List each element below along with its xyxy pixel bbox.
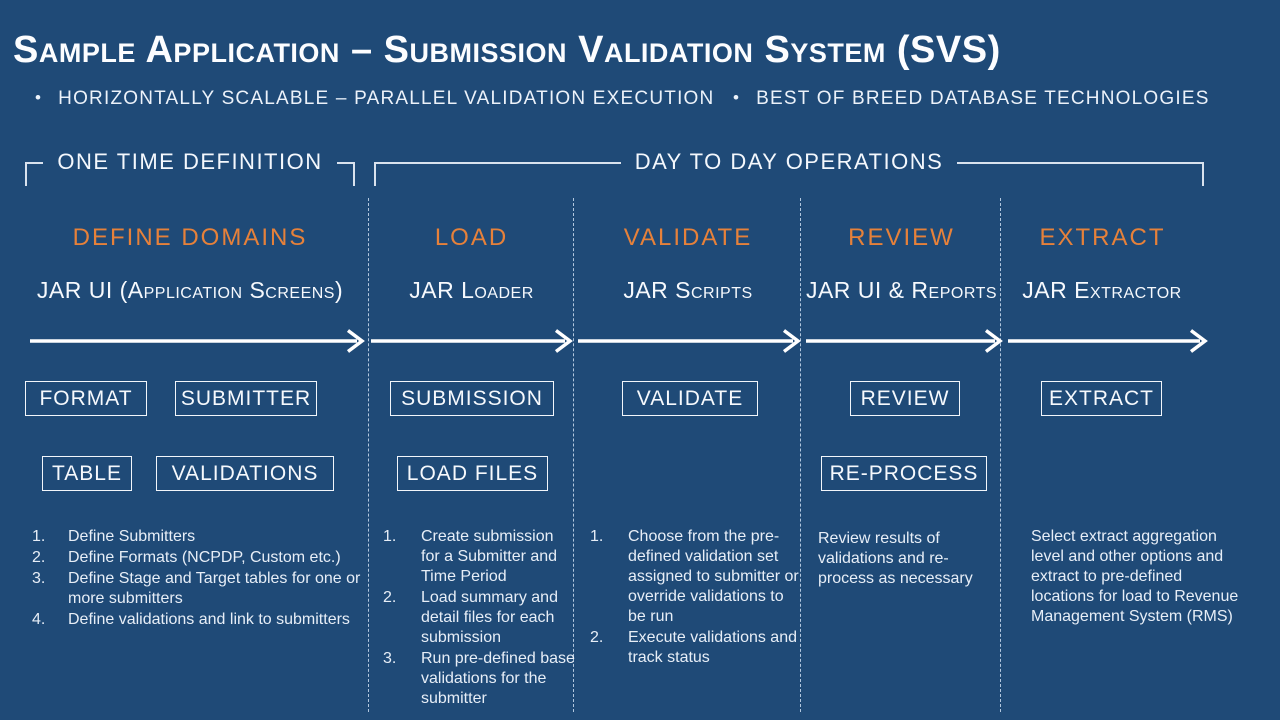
- bullet-icon: •: [35, 88, 43, 107]
- step-item: Create submission for a Submitter and Ti…: [383, 527, 558, 585]
- column-header-validate: VALIDATE: [623, 224, 753, 251]
- bullet-item: • HORIZONTALLY SCALABLE – PARALLEL VALIDA…: [35, 88, 714, 110]
- column-header-review: REVIEW: [848, 224, 955, 251]
- step-item: Define Submitters: [32, 527, 196, 547]
- note-review: Review results of validations and re-pro…: [818, 530, 973, 587]
- bracket-line: [336, 162, 355, 186]
- steps-load: Create submission for a Submitter and Ti…: [379, 527, 575, 710]
- note-extract: Select extract aggregation level and oth…: [1031, 528, 1239, 625]
- box-validations: VALIDATIONS: [156, 456, 334, 491]
- box-extract: EXTRACT: [1041, 381, 1162, 416]
- box-load-files: LOAD FILES: [397, 456, 548, 491]
- bullet-text: HORIZONTALLY SCALABLE – PARALLEL VALIDAT…: [58, 88, 715, 109]
- step-item: Execute validations and track status: [590, 628, 797, 666]
- column-separator: [368, 198, 369, 712]
- bracket-line: [25, 162, 44, 186]
- step-item: Choose from the pre-defined validation s…: [590, 527, 799, 625]
- column-header-extract: EXTRACT: [1039, 224, 1166, 251]
- box-table: TABLE: [42, 456, 132, 491]
- box-validate: VALIDATE: [622, 381, 758, 416]
- box-submitter: SUBMITTER: [175, 381, 317, 416]
- bracket-one-time-definition: ONE TIME DEFINITION: [25, 150, 355, 186]
- step-item: Load summary and detail files for each s…: [383, 588, 558, 646]
- box-review: REVIEW: [850, 381, 960, 416]
- column-separator: [573, 198, 574, 712]
- bracket-day-to-day-operations: DAY TO DAY OPERATIONS: [374, 150, 1204, 186]
- steps-define-domains: Define Submitters Define Formats (NCPDP,…: [22, 527, 372, 631]
- step-item: Define Formats (NCPDP, Custom etc.): [32, 548, 341, 568]
- steps-validate: Choose from the pre-defined validation s…: [586, 527, 800, 669]
- tool-label: JAR Extractor: [1022, 277, 1182, 303]
- box-format: FORMAT: [25, 381, 147, 416]
- phase-label: ONE TIME DEFINITION: [57, 149, 323, 174]
- bracket-line: [957, 162, 1204, 186]
- box-re-process: RE-PROCESS: [821, 456, 987, 491]
- column-header-load: LOAD: [434, 224, 509, 251]
- tool-label: JAR Scripts: [623, 277, 753, 303]
- tool-label: JAR Loader: [409, 277, 534, 303]
- box-submission: SUBMISSION: [390, 381, 554, 416]
- bullet-item: • BEST OF BREED DATABASE TECHNOLOGIES: [733, 88, 1210, 110]
- process-flow-arrow: [30, 329, 1208, 353]
- column-separator: [1000, 198, 1001, 712]
- phase-label: DAY TO DAY OPERATIONS: [634, 149, 944, 174]
- step-item: Define Stage and Target tables for one o…: [32, 569, 361, 607]
- tool-label: JAR UI & Reports: [805, 277, 998, 303]
- slide-title: Sample Application – Submission Validati…: [13, 29, 1001, 72]
- bullet-text: BEST OF BREED DATABASE TECHNOLOGIES: [756, 88, 1210, 109]
- column-separator: [800, 198, 801, 712]
- tool-label: JAR UI (Application Screens): [36, 277, 344, 303]
- bullet-icon: •: [733, 88, 741, 107]
- step-item: Run pre-defined base validations for the…: [383, 649, 575, 707]
- step-item: Define validations and link to submitter…: [32, 610, 350, 630]
- bracket-line: [374, 162, 621, 186]
- column-header-define-domains: DEFINE DOMAINS: [72, 224, 308, 251]
